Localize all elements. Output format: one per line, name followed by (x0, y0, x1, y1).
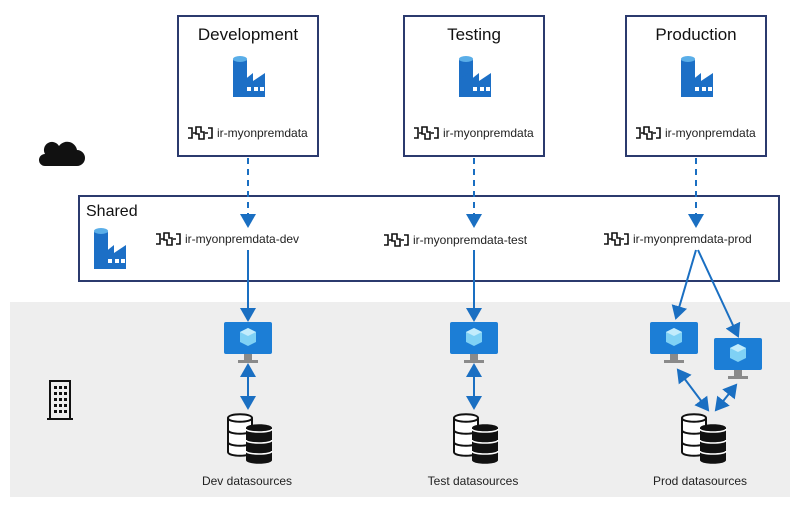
virtual-machine-icon (650, 322, 698, 363)
environment-title: Testing (447, 25, 501, 44)
data-factory-icon (459, 56, 491, 97)
integration-runtime-icon (414, 126, 439, 140)
integration-runtime-icon (604, 232, 629, 246)
prod-datasources-label: Prod datasources (652, 474, 748, 488)
shared-factory-box: Shared (78, 195, 780, 282)
virtual-machine-icon (714, 338, 762, 379)
dev-datasources-label: Dev datasources (201, 474, 293, 488)
link-shared-prod-to-vm2 (697, 249, 741, 338)
data-factory-icon (94, 228, 126, 269)
database-icon (453, 413, 499, 464)
data-factory-icon (233, 56, 265, 97)
integration-runtime-icon (188, 126, 213, 140)
data-factory-icon (681, 56, 713, 97)
integration-runtime-icon (384, 233, 409, 247)
ir-name: ir-myonpremdata (217, 126, 308, 140)
database-icon (681, 413, 727, 464)
shared-ir-test: ir-myonpremdata-test (383, 232, 527, 248)
test-datasources-label: Test datasources (427, 474, 519, 488)
cloud-icon (39, 141, 85, 166)
link-prod-vm2-to-db (714, 383, 738, 412)
environment-testing: Testing ir-myonpremdata (403, 15, 545, 157)
virtual-machine-icon (224, 322, 272, 363)
integration-runtime-label: ir-myonpremdata (413, 125, 534, 141)
ir-name: ir-myonpremdata-test (413, 233, 528, 247)
integration-runtime-label: ir-myonpremdata (635, 125, 756, 141)
shared-ir-dev: ir-myonpremdata-dev (155, 231, 299, 247)
shared-ir-prod: ir-myonpremdata-prod (603, 231, 752, 247)
ir-name: ir-myonpremdata (665, 126, 756, 140)
ir-name: ir-myonpremdata (443, 126, 534, 140)
virtual-machine-icon (450, 322, 498, 363)
ir-name: ir-myonpremdata-dev (185, 232, 300, 246)
integration-runtime-icon (156, 232, 181, 246)
environment-title: Development (197, 25, 299, 44)
environment-production: Production ir-myonpremdata (625, 15, 767, 157)
link-shared-prod-to-vm1 (671, 249, 697, 320)
environment-development: Development ir-myonpremdata (177, 15, 319, 157)
integration-runtime-icon (636, 126, 661, 140)
link-prod-vm1-to-db (676, 368, 710, 412)
building-icon (47, 380, 73, 420)
database-icon (227, 413, 273, 464)
shared-title: Shared (86, 203, 138, 220)
environment-title: Production (655, 25, 737, 44)
integration-runtime-label: ir-myonpremdata (187, 125, 308, 141)
ir-name: ir-myonpremdata-prod (633, 232, 752, 246)
